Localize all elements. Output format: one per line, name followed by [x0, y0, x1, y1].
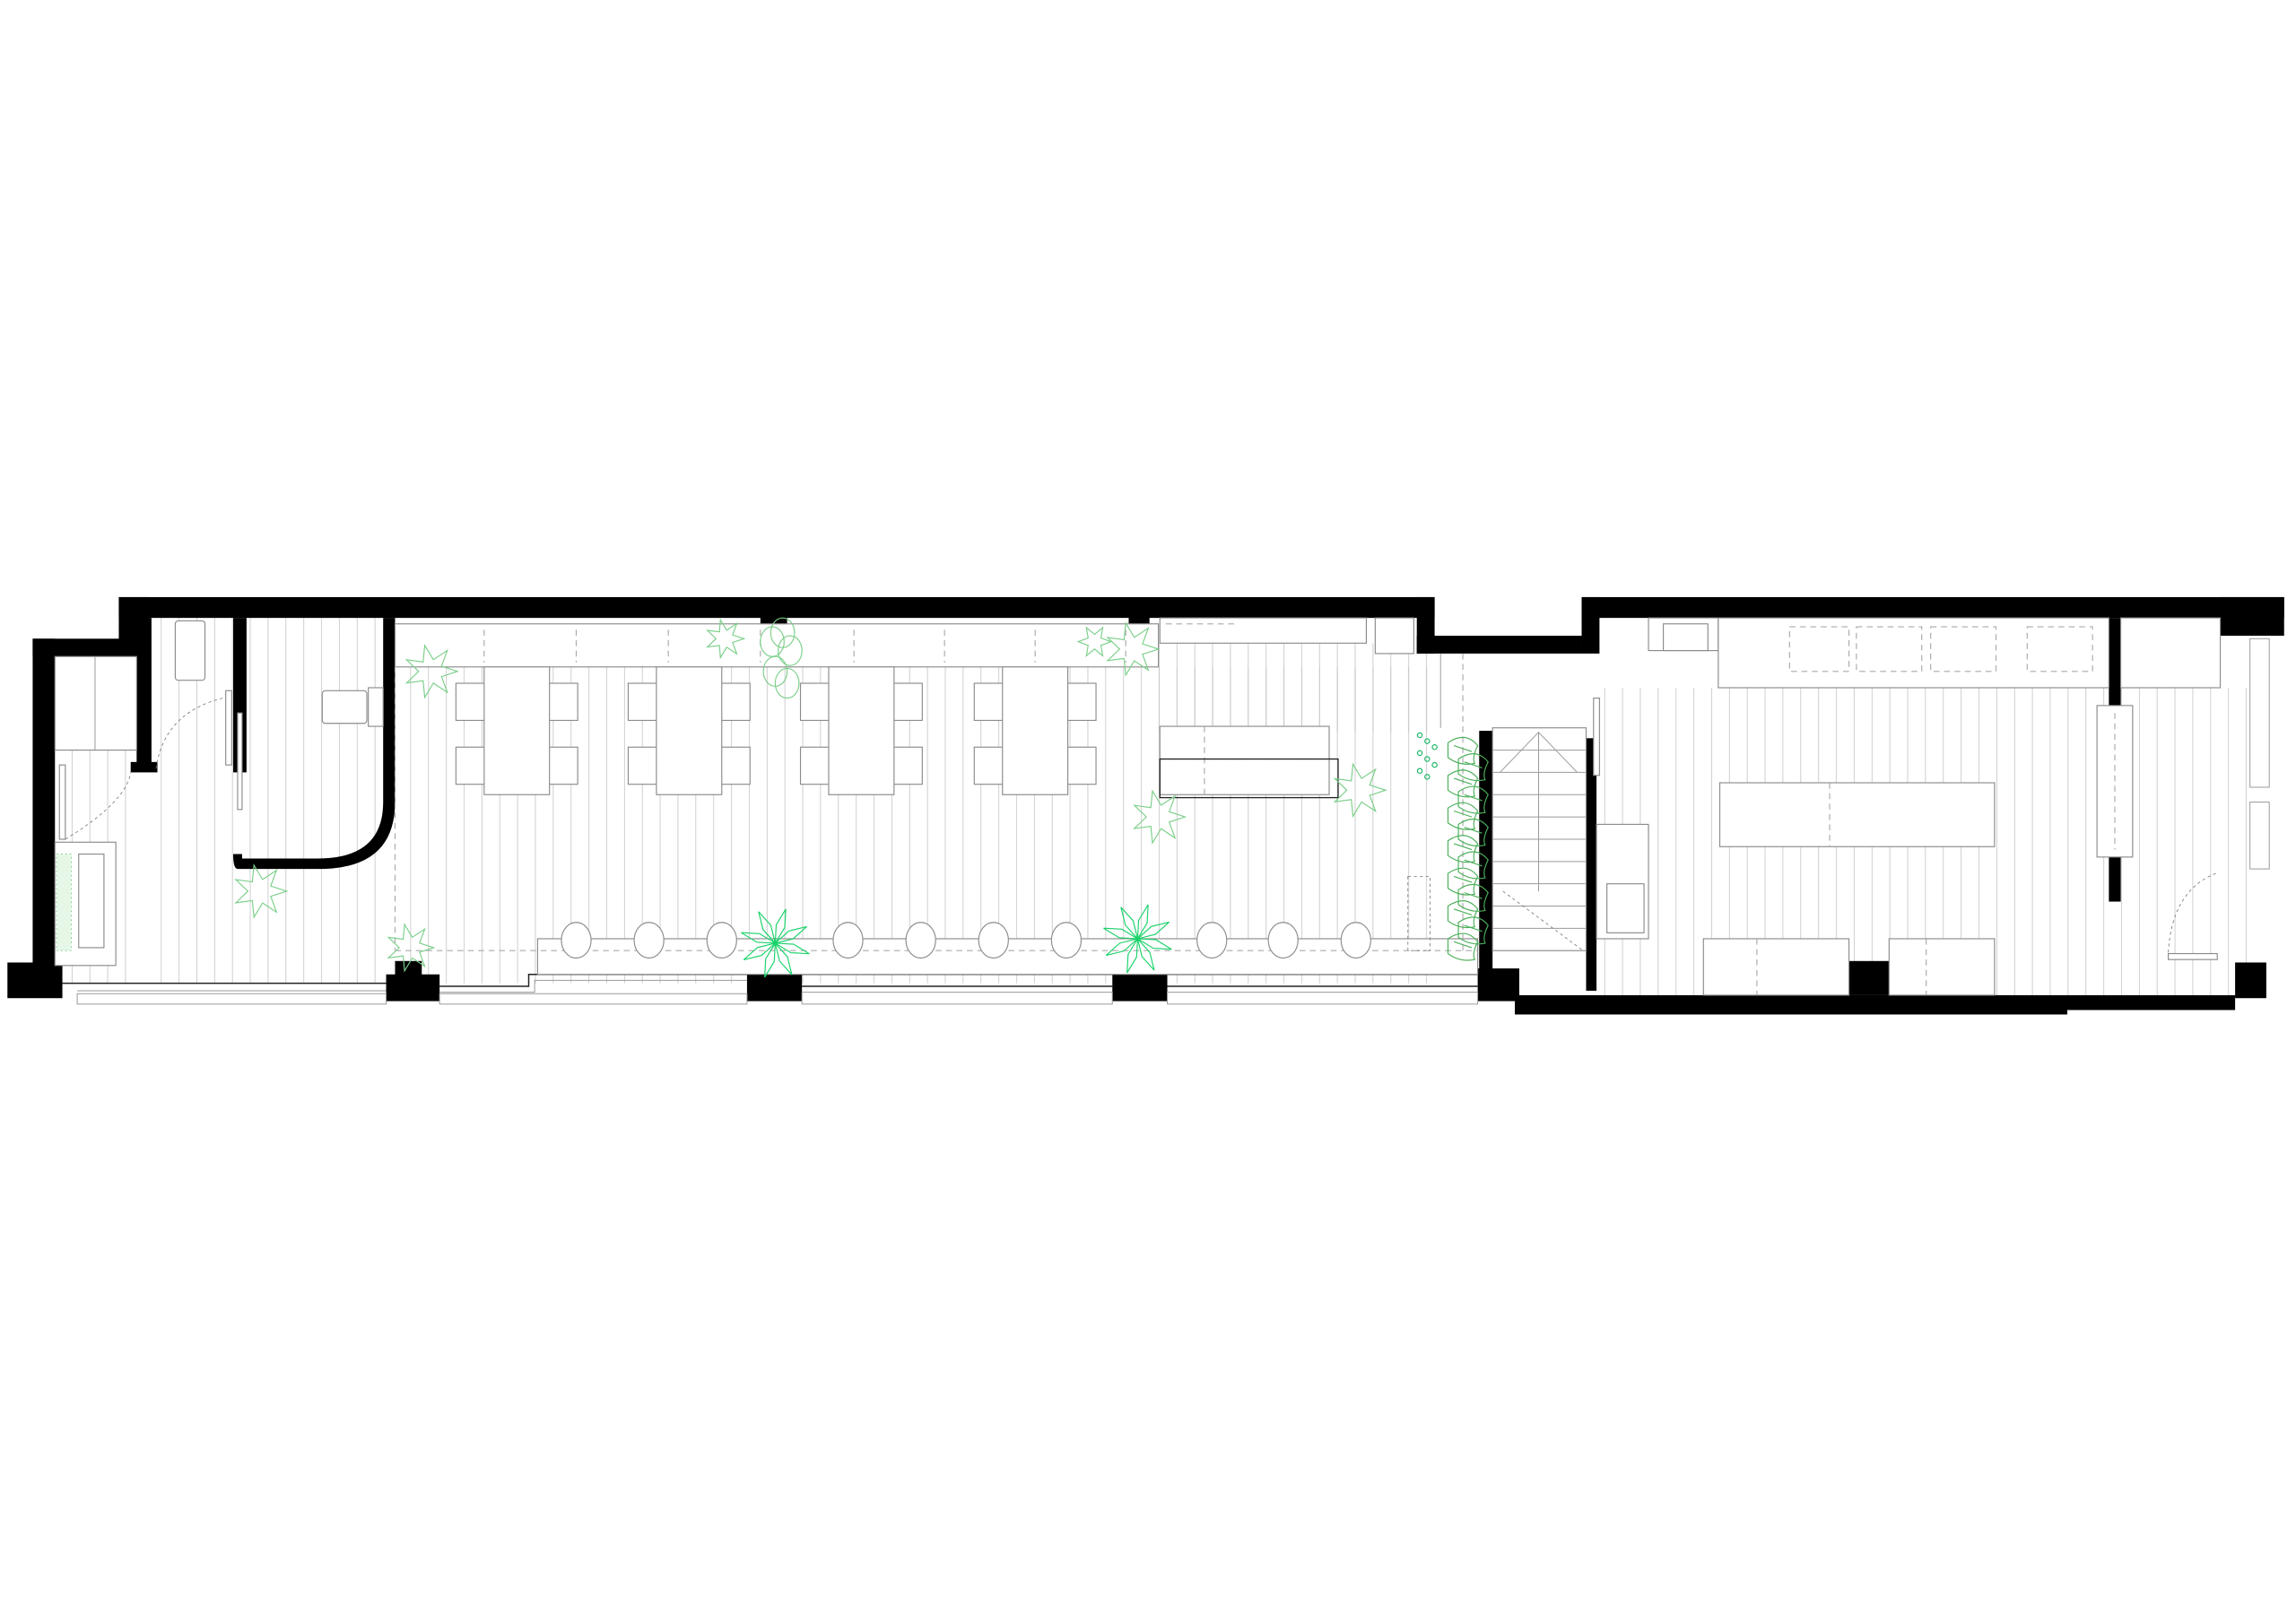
plant-icon: [778, 635, 803, 666]
plant-icon: [770, 617, 796, 648]
table: [483, 666, 551, 795]
table: [828, 666, 895, 795]
leaf: [1416, 732, 1423, 739]
chair: [891, 746, 923, 785]
washroom: [54, 620, 2216, 967]
chair: [799, 746, 831, 785]
monstera-leaf: [1447, 932, 1479, 961]
reception: [1159, 617, 1464, 951]
leaf: [1424, 738, 1431, 744]
chair: [547, 682, 578, 722]
stool-icon: [706, 922, 737, 959]
table: [656, 666, 723, 795]
monstera-leaf: [1457, 753, 1489, 782]
chair: [547, 746, 578, 785]
kitchen: [1593, 617, 2222, 996]
chair: [1065, 682, 1097, 722]
plant-icon: [1103, 904, 1172, 974]
leaf: [1431, 744, 1438, 750]
chair: [455, 682, 487, 722]
monstera-leaf: [1457, 851, 1489, 880]
chair: [627, 746, 659, 785]
dining-area: [394, 623, 1479, 976]
stool-icon: [561, 922, 592, 959]
stool-icon: [1267, 922, 1299, 959]
chair: [627, 682, 659, 722]
monstera-leaf: [1457, 916, 1489, 945]
chair: [973, 746, 1004, 785]
stool-icon: [1340, 922, 1371, 959]
chair: [719, 746, 751, 785]
table-set: [973, 666, 1097, 795]
monstera-hedge-icon: [1416, 732, 1489, 961]
chair: [455, 746, 487, 785]
plant-icon: [234, 863, 289, 919]
staircase: [1492, 727, 1587, 951]
monstera-leaf: [1457, 785, 1489, 814]
stool-icon: [978, 922, 1009, 959]
plant-icon: [1076, 626, 1113, 657]
plant-icon: [1106, 621, 1161, 677]
plant-icon: [1333, 762, 1387, 819]
plant-icon: [741, 908, 810, 978]
leaf: [1416, 750, 1423, 757]
chair: [891, 682, 923, 722]
stool-icon: [832, 922, 864, 959]
plant-icon: [774, 667, 800, 699]
door-swing-icon: [155, 698, 223, 770]
plant-icon: [387, 923, 436, 973]
plant-icon: [404, 643, 459, 699]
monstera-leaf: [1457, 883, 1489, 912]
stool-icon: [633, 922, 665, 959]
leaf: [1424, 756, 1431, 762]
stool-icon: [1050, 922, 1083, 959]
leaf: [1416, 768, 1423, 775]
plant-icon: [1133, 789, 1187, 845]
table-set: [799, 666, 923, 795]
table: [1002, 666, 1069, 795]
chair: [799, 682, 831, 722]
plants: [234, 617, 1387, 978]
chair: [973, 682, 1004, 722]
table-set: [455, 666, 578, 795]
leaf: [1431, 761, 1438, 768]
monstera-leaf: [1457, 819, 1489, 847]
stool-icon: [905, 922, 936, 959]
chair: [719, 682, 751, 722]
table-set: [627, 666, 751, 795]
chair: [1065, 746, 1097, 785]
leaf: [1424, 774, 1431, 780]
monstera-leaf: [1447, 835, 1479, 863]
stool-icon: [1196, 922, 1228, 959]
plant-icon: [706, 618, 746, 660]
